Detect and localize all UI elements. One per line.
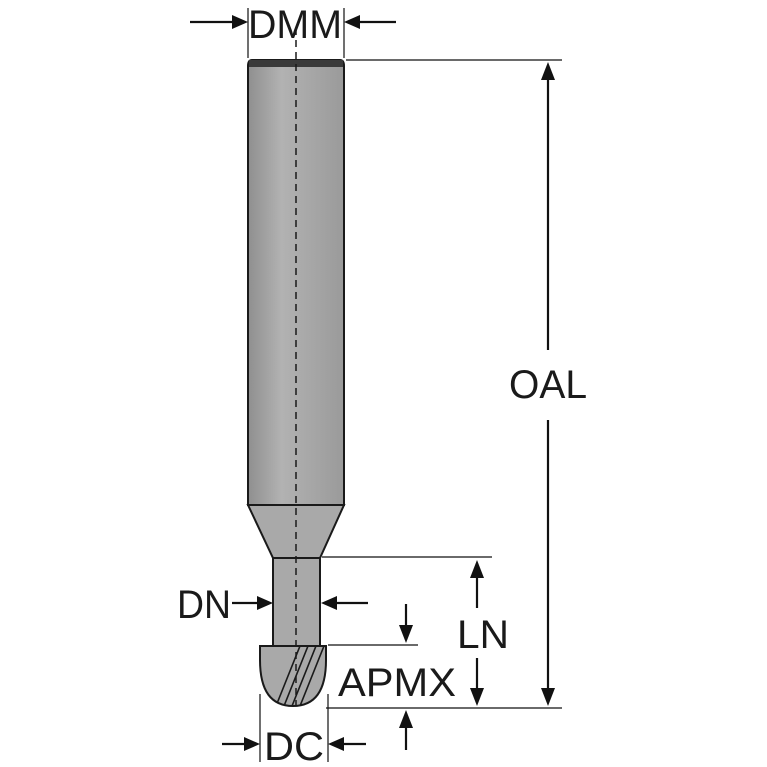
dn-dimension: DN — [177, 583, 368, 627]
apmx-label: APMX — [338, 661, 456, 705]
dn-label: DN — [177, 583, 231, 627]
dmm-label: DMM — [248, 3, 342, 47]
shank-top-edge — [249, 60, 343, 67]
ln-label: LN — [457, 613, 509, 657]
oal-dimension: OAL — [326, 59, 587, 709]
tool-body — [246, 28, 346, 708]
ball-head — [259, 645, 327, 708]
dmm-dimension: DMM — [190, 3, 396, 58]
dc-dimension: DC — [222, 694, 366, 767]
dc-label: DC — [264, 725, 324, 767]
apmx-dimension: APMX — [328, 604, 456, 750]
oal-label: OAL — [509, 363, 587, 407]
ln-dimension: LN — [322, 556, 509, 706]
